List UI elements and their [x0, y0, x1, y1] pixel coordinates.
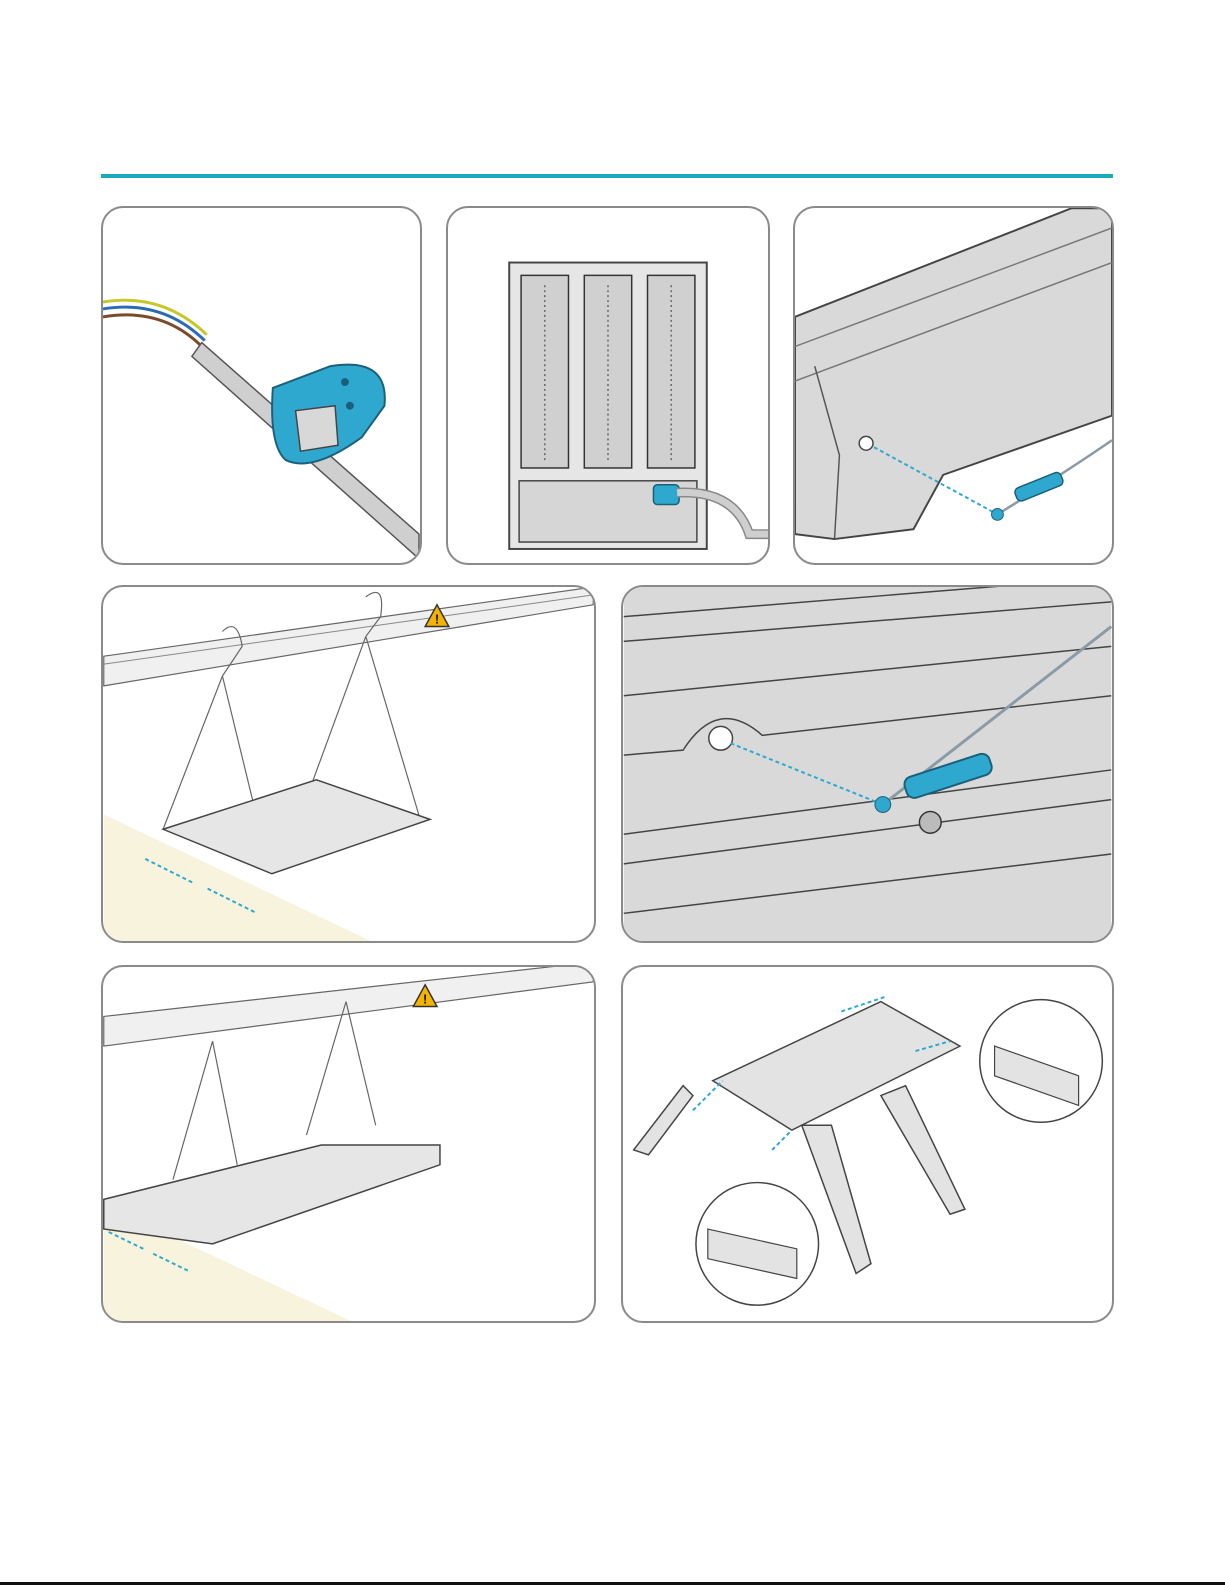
- led-module-icon: [521, 275, 695, 468]
- gland-plate-icon: [272, 365, 385, 464]
- bracket-mount-illustration: [623, 967, 1112, 1321]
- bracket-mount-panel: [621, 965, 1114, 1323]
- wire-suspension-panel: !: [101, 585, 596, 943]
- double-fixture-suspension-illustration: !: [103, 967, 594, 1321]
- safety-cable-closeup-illustration: [623, 587, 1112, 941]
- safety-cable-closeup-panel: [621, 585, 1114, 943]
- header-divider: [101, 174, 1113, 178]
- safety-cable-attach-illustration: [795, 208, 1112, 563]
- cable-gland-illustration: [103, 208, 420, 563]
- svg-text:!: !: [423, 992, 427, 1007]
- safety-cable-attach-panel: [793, 206, 1114, 565]
- double-fixture-suspension-panel: !: [101, 965, 596, 1323]
- wire-suspension-illustration: !: [103, 587, 594, 941]
- fixture-back-panel: [446, 206, 770, 565]
- fixture-back-illustration: [448, 208, 768, 563]
- cable-wires-icon: [103, 300, 207, 346]
- cable-gland-panel: [101, 206, 422, 565]
- svg-text:!: !: [435, 612, 439, 627]
